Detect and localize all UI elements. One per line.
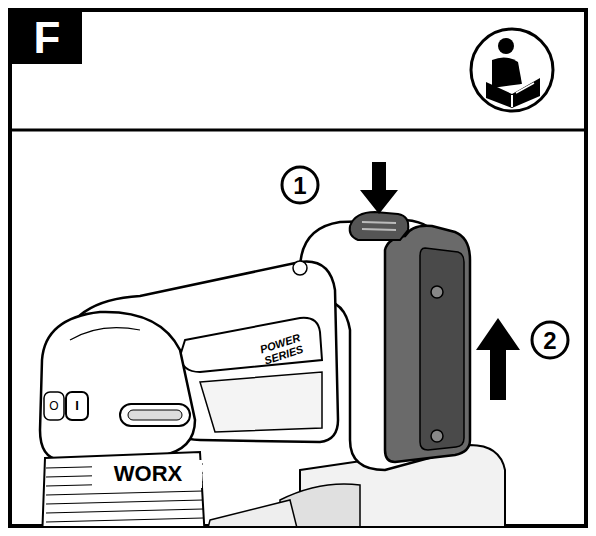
header-rule: [10, 129, 586, 132]
callout-number: 1: [293, 173, 306, 198]
callout-number: 2: [543, 328, 556, 353]
battery-pack: [385, 226, 470, 462]
rib: [46, 491, 203, 495]
press-arrow: [360, 162, 398, 214]
vent-slot: [120, 404, 190, 426]
ribbed-ring: [42, 452, 205, 526]
rib: [46, 509, 203, 513]
motor-housing: [40, 312, 195, 460]
release-button: [350, 212, 409, 240]
lift-arrow: [476, 318, 520, 400]
read-manual-icon: [471, 29, 553, 111]
callout-circle: [532, 322, 568, 358]
switch-mark: I: [75, 399, 79, 413]
switch-on: [66, 392, 88, 420]
switch-off: [44, 392, 64, 420]
frame: [10, 10, 586, 526]
battery-panel: [420, 248, 464, 450]
rib: [46, 518, 203, 522]
figure-letter-box: [12, 12, 82, 64]
handle-window: [200, 372, 322, 432]
switch-mark: O: [49, 400, 58, 413]
brand-logo: WORX: [114, 462, 182, 485]
rib: [46, 500, 203, 504]
figure-letter: F: [12, 12, 82, 64]
handle-grip-slot: [180, 318, 322, 372]
logo-patch: [92, 460, 202, 488]
callout-circle: [282, 167, 318, 203]
